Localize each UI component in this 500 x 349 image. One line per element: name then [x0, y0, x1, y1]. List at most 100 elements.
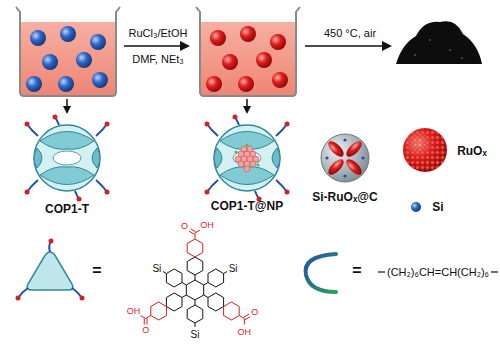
composite-sphere: [325, 156, 328, 159]
cage-with-nanoparticle: [250, 161, 256, 167]
node-symbol: [49, 239, 54, 244]
chemical-structure: [204, 295, 208, 298]
polymer-formula: (CH₂)₆CH=CH(CH₂)₆: [387, 266, 489, 278]
ruox-particle: [403, 128, 447, 172]
atom-label: O: [251, 308, 258, 318]
polymer-bonds: [378, 271, 385, 272]
cage-with-nanoparticle: [234, 150, 237, 153]
composite-sphere: [326, 139, 347, 160]
down-arrow: [243, 106, 251, 114]
chemical-structure: [187, 257, 203, 275]
black-powder: [429, 39, 431, 41]
chemical-structure: [189, 231, 194, 234]
chemical-structure: [245, 317, 250, 320]
node-symbol: [80, 296, 85, 301]
reagent-label: DMF, NEt₃: [132, 53, 184, 65]
chemical-structure: [224, 272, 227, 274]
chemical-structure: [187, 305, 203, 323]
chemical-structure: [166, 293, 182, 311]
si-dot: [411, 202, 421, 212]
cage-with-nanoparticle: [256, 163, 259, 166]
chemical-structure: [163, 272, 166, 274]
beaker-blue-cages: [58, 76, 74, 92]
atom-label: Si: [191, 329, 200, 340]
black-powder: [396, 21, 482, 64]
beaker-red-loaded: [222, 54, 238, 70]
down-arrow: [63, 99, 251, 114]
chemical-structure: [208, 293, 224, 311]
atom-label: OH: [127, 307, 141, 317]
cage-with-nanoparticle: [235, 146, 259, 172]
legend-caption: RuOₓ: [457, 145, 487, 158]
beaker-blue-cages: [21, 22, 115, 96]
black-powder: [414, 54, 416, 56]
composite-sphere: [344, 139, 365, 160]
composite-sphere: [321, 134, 369, 182]
condition-label: 450 °C, air: [324, 27, 376, 39]
reaction-arrow: [124, 45, 182, 47]
caption: COP1-T@NP: [211, 200, 283, 213]
chemical-structure: [146, 316, 151, 319]
caption: Si-RuOₓ@C: [312, 191, 377, 204]
calcination-arrow: [305, 45, 384, 47]
polymer-bonds: [491, 271, 498, 272]
reaction-arrow: [124, 41, 190, 51]
cage-with-nanoparticle: [245, 143, 248, 146]
cage-with-nanoparticle: [205, 115, 290, 202]
beaker-red-loaded: [201, 22, 295, 96]
beaker-red-loaded: [210, 30, 226, 46]
beaker-red-loaded: [238, 76, 254, 92]
reaction-arrow: [180, 41, 190, 51]
atom-label: O: [181, 222, 188, 232]
beaker-red-loaded: [206, 26, 288, 92]
legend-caption: Si: [432, 201, 443, 214]
chemical-structure: [187, 239, 203, 257]
chemical-structure: [224, 302, 240, 320]
si-dot: [411, 202, 421, 212]
equals-sign: =: [352, 262, 361, 280]
composite-sphere: [344, 157, 365, 178]
beaker-red-loaded: [256, 52, 272, 68]
node-symbol: [18, 241, 82, 298]
equals-sign: =: [92, 262, 101, 280]
linker-symbol: [306, 254, 336, 292]
beaker-red-loaded: [240, 26, 256, 42]
cage-with-nanoparticle: [234, 143, 259, 166]
linker-symbol: [306, 254, 336, 292]
composite-sphere: [361, 156, 364, 159]
beaker-blue-cages: [42, 54, 58, 70]
atom-label: OH: [200, 221, 214, 231]
beaker-red-loaded: [206, 76, 222, 92]
chemical-structure: [186, 280, 203, 300]
beaker-red-loaded: [196, 7, 300, 96]
chemical-structure: [191, 229, 196, 232]
ruox-particle: [403, 128, 447, 172]
cage-molecule: [25, 115, 110, 202]
chemical-structure: [147, 319, 148, 325]
beaker-blue-cages: [26, 26, 108, 92]
beaker-blue-cages: [30, 30, 46, 46]
chemical-structure: [204, 283, 208, 286]
cage-with-nanoparticle: [244, 166, 250, 172]
chemical-structure: [195, 323, 196, 327]
composite-sphere: [321, 134, 369, 182]
chemical-structure: [166, 269, 182, 287]
chemical-structure: [151, 302, 167, 320]
black-powder: [449, 49, 451, 51]
atom-label: Si: [229, 263, 238, 274]
atom-label: Si: [152, 263, 161, 274]
beaker-blue-cages: [76, 52, 92, 68]
beaker-blue-cages: [90, 34, 106, 50]
chemical-structure: [182, 295, 186, 298]
composite-sphere: [343, 138, 346, 141]
cage-with-nanoparticle: [241, 146, 247, 152]
caption: COP1-T: [45, 203, 89, 216]
calcination-arrow: [382, 41, 392, 51]
beaker-blue-cages: [60, 26, 76, 42]
cage-with-nanoparticle: [205, 115, 290, 202]
node-symbol: [16, 239, 85, 301]
cage-molecule: [25, 115, 110, 202]
